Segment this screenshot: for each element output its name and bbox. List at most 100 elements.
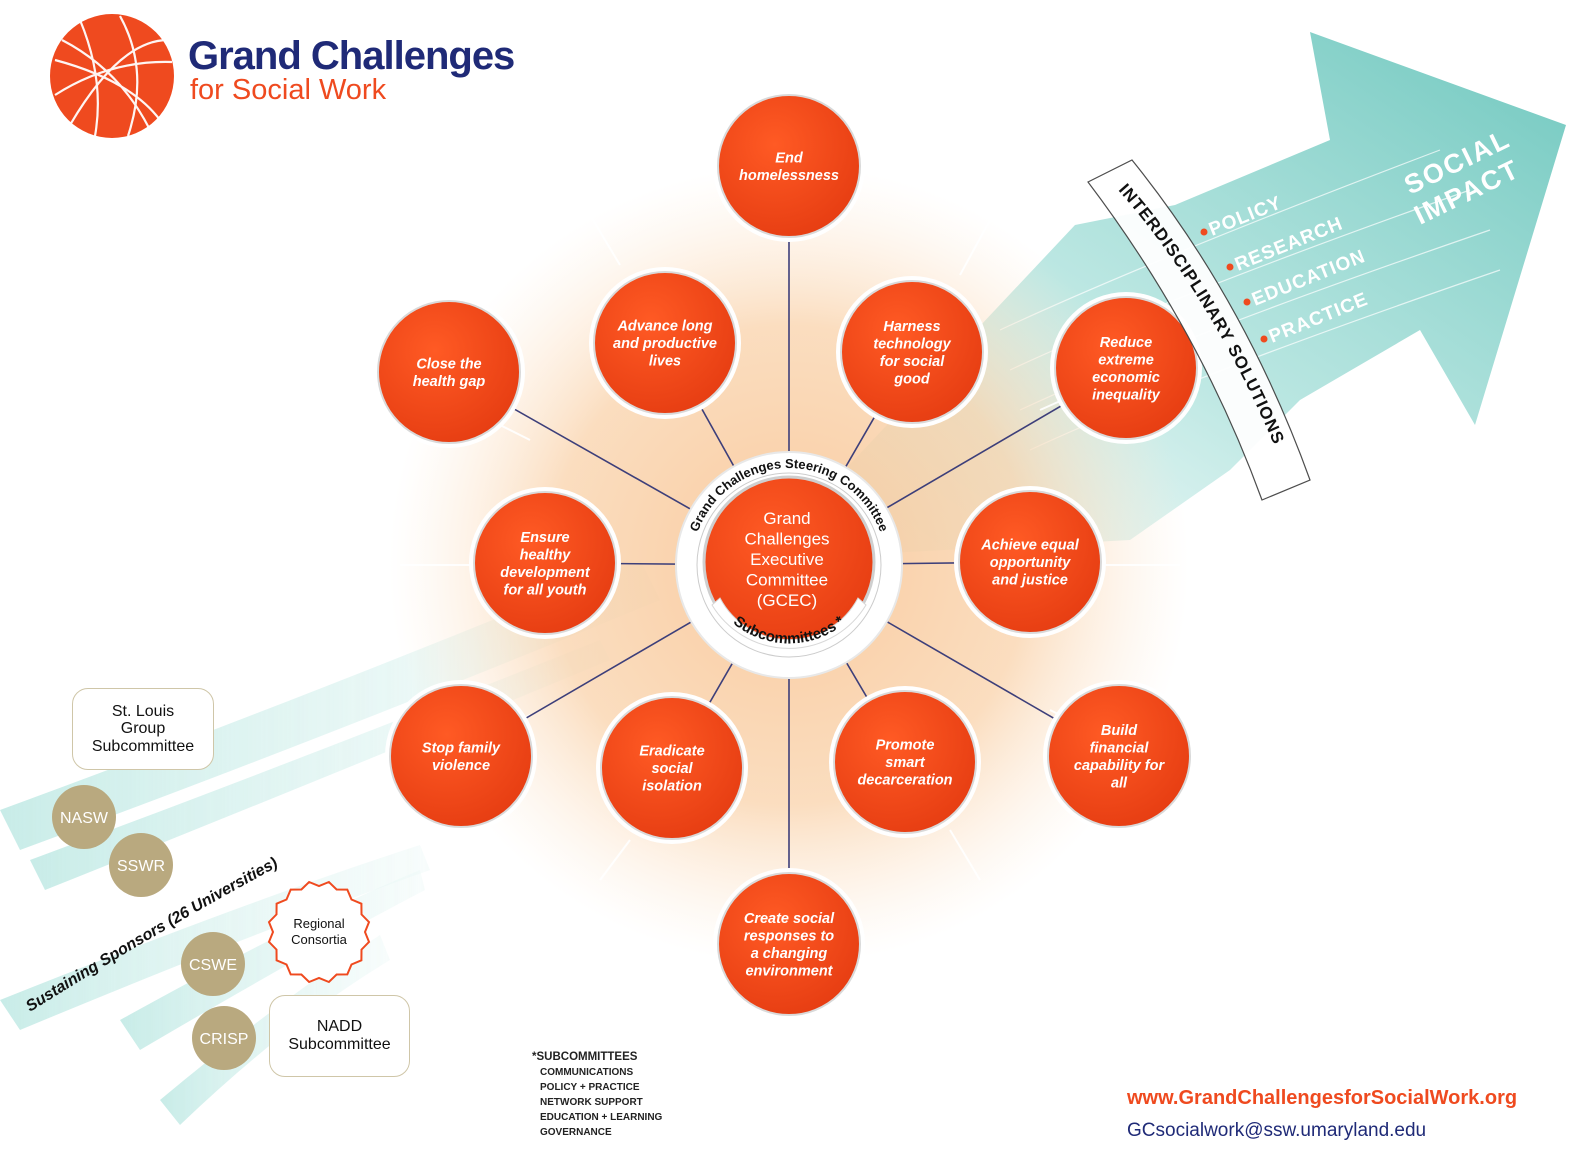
footnote-item: GOVERNANCE [540,1127,612,1138]
challenge-disc [389,684,533,828]
challenge-label: Close the [416,356,481,372]
challenge-label: development [500,565,591,581]
website-link[interactable]: www.GrandChallengesforSocialWork.org [1127,1087,1518,1109]
challenge-label: smart [885,755,926,771]
org-circle [181,932,245,996]
challenge-label: all [1111,775,1128,791]
challenge-label: Harness [883,319,940,335]
challenge-disc [1047,684,1191,828]
org-label: SSWR [117,858,165,875]
footnote-item: POLICY + PRACTICE [540,1082,640,1093]
challenge-label: extreme [1098,352,1154,368]
challenge-label: Promote [876,738,935,754]
subcommittees-footnote: *SUBCOMMITTEES COMMUNICATIONS POLICY + P… [532,1050,662,1140]
challenge-label: and justice [992,573,1068,589]
challenge-label: homelessness [739,168,839,184]
challenge-end-homelessness: End homelessness [713,90,865,242]
challenge-label: decarceration [857,773,952,789]
st-louis-line-1: St. Louis [111,702,175,720]
subcommittee-band [711,597,867,649]
gcec-line: Executive [750,550,824,569]
challenge-disc [840,280,984,424]
stream-dot [1226,263,1234,271]
st-louis-line-3: Subcommittee [91,737,195,755]
challenge-label: Create social [744,911,835,927]
challenge-label: End [775,150,804,166]
challenge-disc [600,696,744,840]
challenge-label: for all youth [504,582,587,598]
org-label: CSWE [189,957,237,974]
nadd-line-2: Subcommittee [288,1036,391,1053]
gcec-line: Challenges [744,530,829,549]
challenge-label: healthy [520,547,572,563]
interdisciplinary-band [1087,159,1311,501]
sponsor-organizations: NASW SSWR CSWE CRISP [52,785,256,1070]
org-circle [109,833,173,897]
logo-globe-icon [50,14,174,138]
gcec-line: (GCEC) [757,591,817,610]
challenge-label: inequality [1092,387,1161,403]
challenge-label: a changing [751,946,828,962]
challenge-label: Build [1101,723,1138,739]
org-crisp: CRISP [192,1006,256,1070]
challenge-label: technology [873,336,951,352]
nadd-line-1: NADD [316,1018,363,1036]
org-sswr: SSWR [109,833,173,897]
logo-subtitle: for Social Work [190,74,387,106]
challenge-label: economic [1092,370,1160,386]
challenge-disc [717,872,861,1016]
challenge-disc [958,490,1102,634]
challenge-close-health-gap: Close the health gap [373,296,525,448]
footnote-item: COMMUNICATIONS [540,1067,634,1078]
org-label: NASW [60,810,109,827]
org-circle [52,785,116,849]
challenge-label: financial [1090,740,1150,756]
challenge-disc [593,271,737,415]
challenge-label: lives [649,354,681,370]
regional-consortia-badge: Regional Consortia [267,880,371,984]
challenge-label: and productive [613,336,717,352]
regional-consortia-line-2: Consortia [291,932,347,947]
challenge-label: good [893,371,931,387]
st-louis-line-2: Group [120,720,166,738]
stream-dot [1243,298,1251,306]
challenge-label: for social [880,354,945,370]
challenge-disc [377,300,521,444]
stream-dot [1260,335,1268,343]
challenge-label: Stop family [422,740,501,756]
challenge-label: isolation [642,779,702,795]
challenge-label: health gap [413,374,486,390]
challenge-disc [717,94,861,238]
org-nasw: NASW [52,785,116,849]
footnote-title: *SUBCOMMITTEES [532,1051,638,1063]
challenge-label: Eradicate [639,744,704,760]
email-link[interactable]: GCsocialwork@ssw.umaryland.edu [1127,1120,1427,1141]
stream-dot [1200,228,1208,236]
challenge-label: Achieve equal [980,538,1079,554]
logo-title: Grand Challenges [188,34,515,78]
challenge-disc [1054,296,1198,440]
org-cswe: CSWE [181,932,245,996]
org-circle [192,1006,256,1070]
challenge-disc [833,690,977,834]
org-label: CRISP [200,1031,249,1048]
footnote-item: EDUCATION + LEARNING [540,1112,663,1123]
challenge-label: responses to [744,928,834,944]
regional-consortia-line-1: Regional [293,916,344,931]
challenge-disc [473,491,617,635]
challenge-label: social [651,761,693,777]
challenge-label: Advance long [616,319,712,335]
